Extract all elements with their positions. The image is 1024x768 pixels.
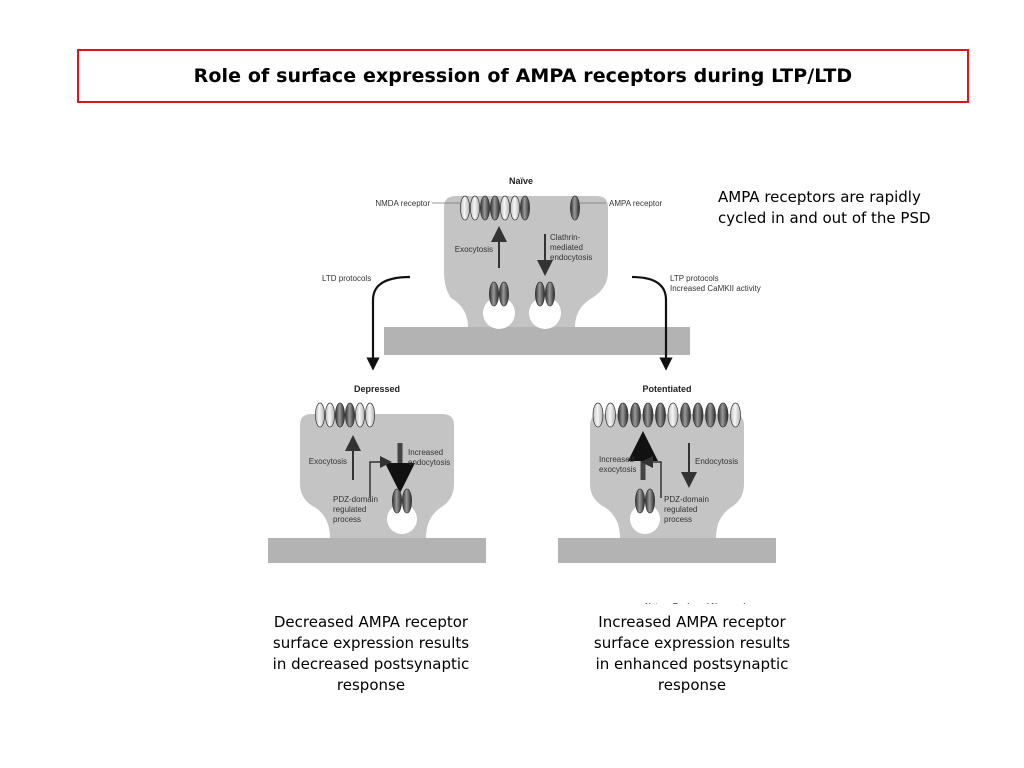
protocol-arrows: LTD protocols LTP protocols Increased Ca… (322, 274, 761, 371)
depressed-title: Depressed (354, 384, 400, 394)
caption-line: surface expression results (593, 634, 791, 652)
potentiated-spine: Potentiated Increased exocytosis Endocyt… (558, 384, 776, 563)
depressed-pdz-label: PDZ-domain regulated process (333, 495, 380, 524)
nmda-receptor (325, 402, 335, 428)
slide-title: Role of surface expression of AMPA recep… (193, 65, 853, 87)
caption-line: in enhanced postsynaptic (595, 655, 789, 673)
ampa-receptor (480, 195, 490, 221)
ampa-receptor (630, 402, 641, 428)
pdz-regulation-arrow (369, 456, 392, 498)
nmda-receptor (460, 195, 470, 221)
depressed-dendrite-base (268, 538, 486, 563)
caption-line: surface expression results (272, 634, 470, 652)
slide-title-box: Role of surface expression of AMPA recep… (77, 49, 969, 103)
credit-crop-mask (600, 604, 800, 614)
receptor-layer (315, 195, 741, 514)
depressed-exocytosis-label: Exocytosis (309, 457, 347, 466)
ampa-receptor (617, 402, 629, 428)
ampa-receptor (705, 402, 716, 428)
note-line: cycled in and out of the PSD (718, 209, 931, 227)
nmda-receptor (470, 195, 480, 221)
ltp-protocols-label: LTP protocols Increased CaMKII activity (670, 274, 761, 293)
naive-exocytosis-label: Exocytosis (455, 245, 493, 254)
caption-line: in decreased postsynaptic (272, 655, 470, 673)
pdz-regulation-arrow (641, 456, 662, 498)
nmda-receptor-label: NMDA receptor (375, 199, 430, 208)
naive-spine-head (444, 196, 608, 327)
ampa-receptor (490, 195, 500, 221)
depressed-spine: Depressed Exocytosis Increased endocytos… (268, 384, 486, 563)
ampa-receptor (692, 402, 704, 428)
endosome (630, 504, 660, 534)
ampa-receptor (655, 402, 666, 428)
potentiated-exocytosis-label: Increased exocytosis (599, 455, 636, 474)
ampa-receptor (499, 281, 509, 307)
ltp-caption: Increased AMPA receptor surface expressi… (572, 612, 812, 696)
nmda-receptor (605, 402, 616, 428)
depressed-spine-head (300, 414, 454, 538)
nmda-receptor (592, 402, 604, 428)
ampa-receptor (402, 488, 412, 514)
nmda-receptor (510, 195, 520, 221)
nmda-receptor (365, 402, 375, 428)
ampa-receptor (345, 402, 355, 428)
endosome (387, 504, 417, 534)
ampa-receptor-label: AMPA receptor (609, 199, 663, 208)
ampa-receptor (680, 402, 691, 428)
nmda-receptor (355, 402, 365, 428)
ltd-protocols-label: LTD protocols (322, 274, 371, 283)
naive-title: Naïve (509, 176, 533, 186)
note-line: AMPA receptors are rapidly (718, 188, 921, 206)
ampa-receptor (520, 195, 530, 221)
nmda-receptor (315, 402, 325, 428)
nmda-receptor (730, 402, 741, 428)
ltp-arrow (631, 275, 673, 371)
caption-line: response (657, 676, 727, 694)
ampa-receptor (645, 488, 655, 514)
naive-endocytosis-label: Clathrin- mediated endocytosis (550, 233, 592, 262)
caption-line: response (336, 676, 406, 694)
endosome (529, 297, 561, 329)
ampa-receptor (570, 195, 580, 221)
ampa-receptor (545, 281, 555, 307)
ampa-receptor (392, 488, 402, 514)
ampa-receptor (335, 402, 345, 428)
ltd-arrow (366, 275, 411, 371)
depressed-endocytosis-label: Increased endocytosis (408, 448, 450, 467)
ampa-receptor (717, 402, 729, 428)
ampa-receptor (535, 281, 545, 307)
ltd-caption: Decreased AMPA receptor surface expressi… (251, 612, 491, 696)
endosome (483, 297, 515, 329)
ampa-receptor (635, 488, 645, 514)
potentiated-endocytosis-label: Endocytosis (695, 457, 738, 466)
psd-cycling-note: AMPA receptors are rapidly cycled in and… (718, 187, 1018, 229)
caption-line: Decreased AMPA receptor (273, 613, 469, 631)
ampa-receptor (489, 281, 499, 307)
ampa-receptor (642, 402, 654, 428)
potentiated-pdz-label: PDZ-domain regulated process (664, 495, 711, 524)
nmda-receptor (667, 402, 679, 428)
potentiated-dendrite-base (558, 538, 776, 563)
naive-spine: Naïve NMDA receptor AMPA receptor Exocyt… (375, 176, 690, 355)
caption-line: Increased AMPA receptor (598, 613, 786, 631)
naive-dendrite-base (384, 327, 690, 355)
potentiated-title: Potentiated (642, 384, 691, 394)
nmda-receptor (500, 195, 510, 221)
